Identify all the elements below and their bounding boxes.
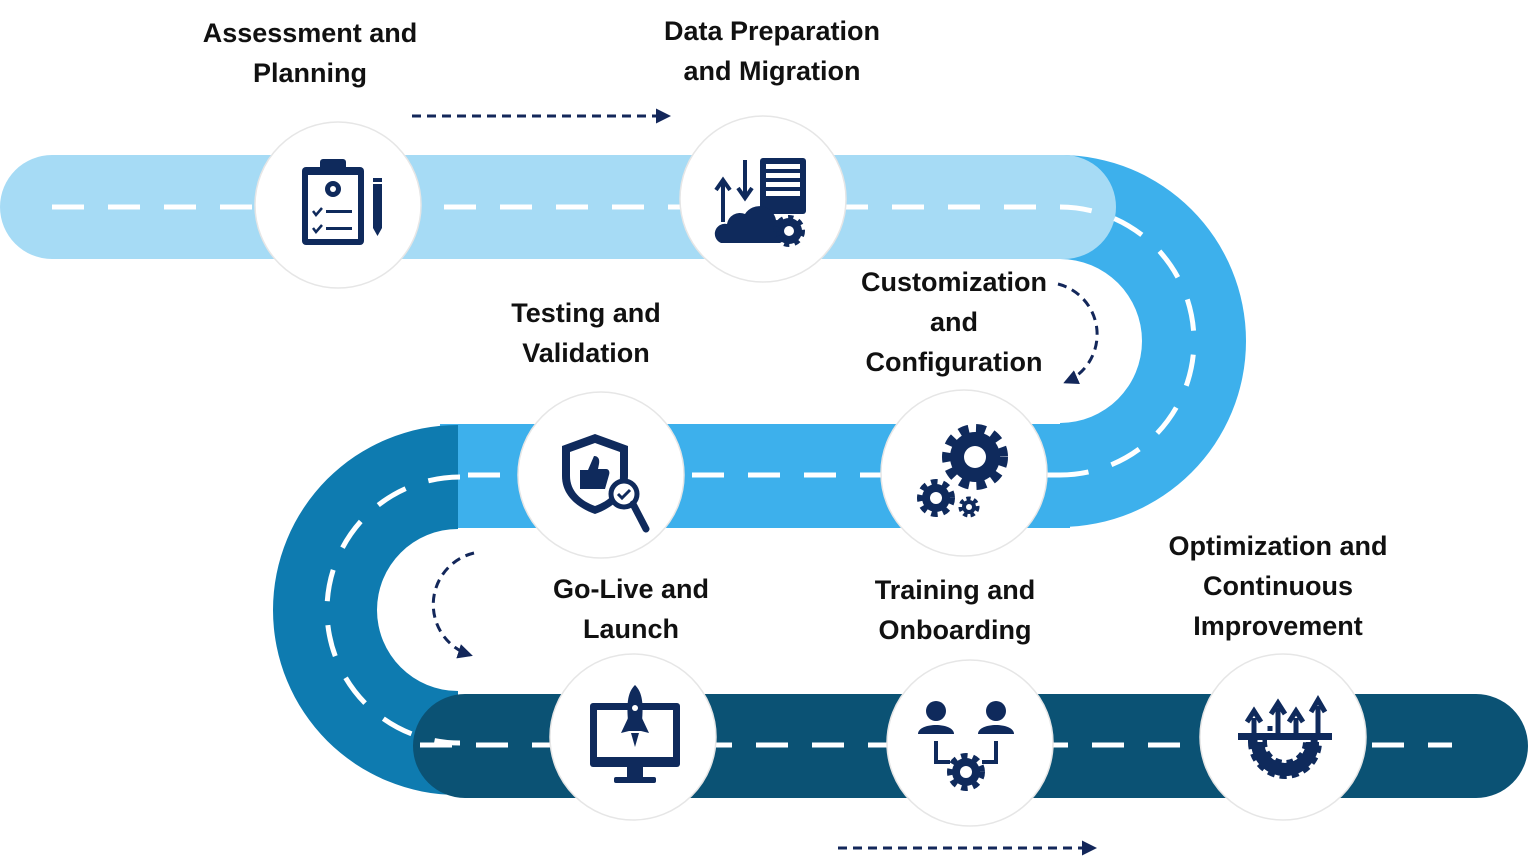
direction-arrow-left-curve [431, 551, 475, 659]
rocket-monitor-icon [590, 685, 680, 783]
cloud-server-transfer-icon [714, 158, 806, 247]
shield-magnifier-icon [562, 434, 650, 533]
team-gear-icon [918, 701, 1014, 791]
road-curve-right [1060, 155, 1246, 527]
step-label-optimization: Optimization and Continuous Improvement [1168, 531, 1388, 641]
gear-upward-arrows-icon [1238, 695, 1332, 779]
step-label-training: Training and Onboarding [874, 575, 1036, 645]
step-label-go-live: Go-Live and Launch [552, 574, 709, 644]
road-dashes-right-curve [1059, 204, 1197, 478]
road-curve-left [273, 425, 458, 795]
gears-icon [917, 424, 1008, 518]
clipboard-checklist-icon [302, 159, 382, 245]
step-label-testing: Testing and Validation [511, 298, 661, 368]
step-label-customization: Customization and Configuration [861, 267, 1047, 377]
step-label-assessment: Assessment and Planning [202, 18, 418, 88]
direction-arrow-right-curve [1057, 282, 1099, 385]
road-dashes-left-curve [324, 474, 461, 746]
step-label-data-preparation: Data Preparation and Migration [663, 16, 881, 86]
node-training [886, 659, 1054, 827]
